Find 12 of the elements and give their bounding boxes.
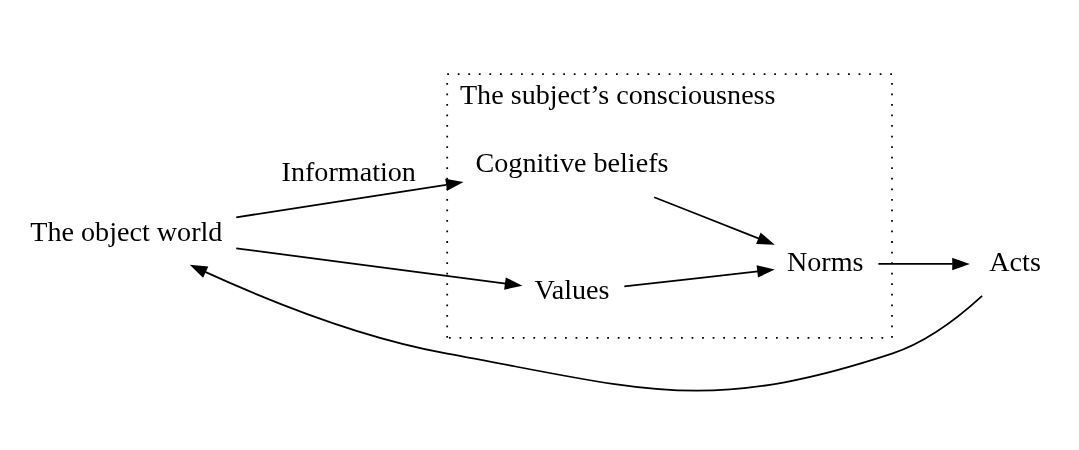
arrow [235, 178, 464, 218]
node-text: Acts [989, 245, 1041, 277]
arrow [653, 195, 775, 245]
node-text: Norms [786, 245, 864, 277]
arrow [623, 264, 775, 287]
arrow [877, 257, 970, 270]
node-text: Cognitive beliefs [475, 146, 669, 178]
arrow [189, 264, 983, 392]
node-text: The object world [30, 215, 223, 247]
node-text: Values [534, 273, 610, 305]
arrow [235, 246, 523, 290]
edge-label: Information [281, 155, 416, 187]
